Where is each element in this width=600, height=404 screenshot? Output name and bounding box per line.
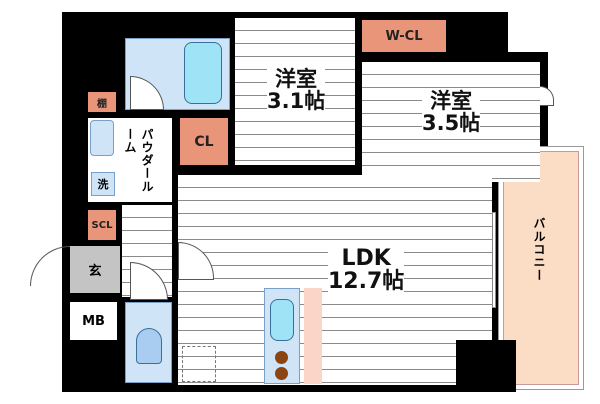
room-name: LDK (341, 246, 391, 271)
kitchen-sink (270, 299, 294, 341)
window (492, 212, 496, 308)
shelf: 棚 (88, 92, 116, 112)
door[interactable] (540, 86, 554, 106)
burner-icon (275, 351, 288, 364)
room-size: 3.5帖 (422, 111, 481, 136)
room-name: 洋室 (275, 67, 318, 91)
kitchen-counter (264, 288, 300, 384)
stove-area (182, 346, 216, 382)
room-size: 3.1帖 (267, 89, 326, 114)
toilet-icon (136, 328, 162, 364)
walk-in-closet: W-CL (362, 20, 446, 52)
burner-icon (275, 367, 288, 380)
room-size: 12.7帖 (328, 269, 405, 295)
powder-room-label: パウダールーム (123, 128, 154, 193)
entrance-door[interactable] (30, 246, 70, 286)
powder-room: 洗 パウダールーム (88, 118, 172, 202)
washing-machine: 洗 (91, 172, 115, 196)
shoe-closet: SCL (88, 210, 116, 240)
pillar (456, 340, 516, 392)
bathtub (184, 42, 222, 104)
counter (304, 288, 322, 384)
balcony-label: バルコニー (532, 217, 546, 282)
room-name: 洋室 (430, 89, 473, 113)
meter-box: MB (70, 302, 117, 340)
entrance: 玄 (70, 246, 120, 293)
closet: CL (180, 118, 228, 165)
sink (90, 120, 114, 156)
